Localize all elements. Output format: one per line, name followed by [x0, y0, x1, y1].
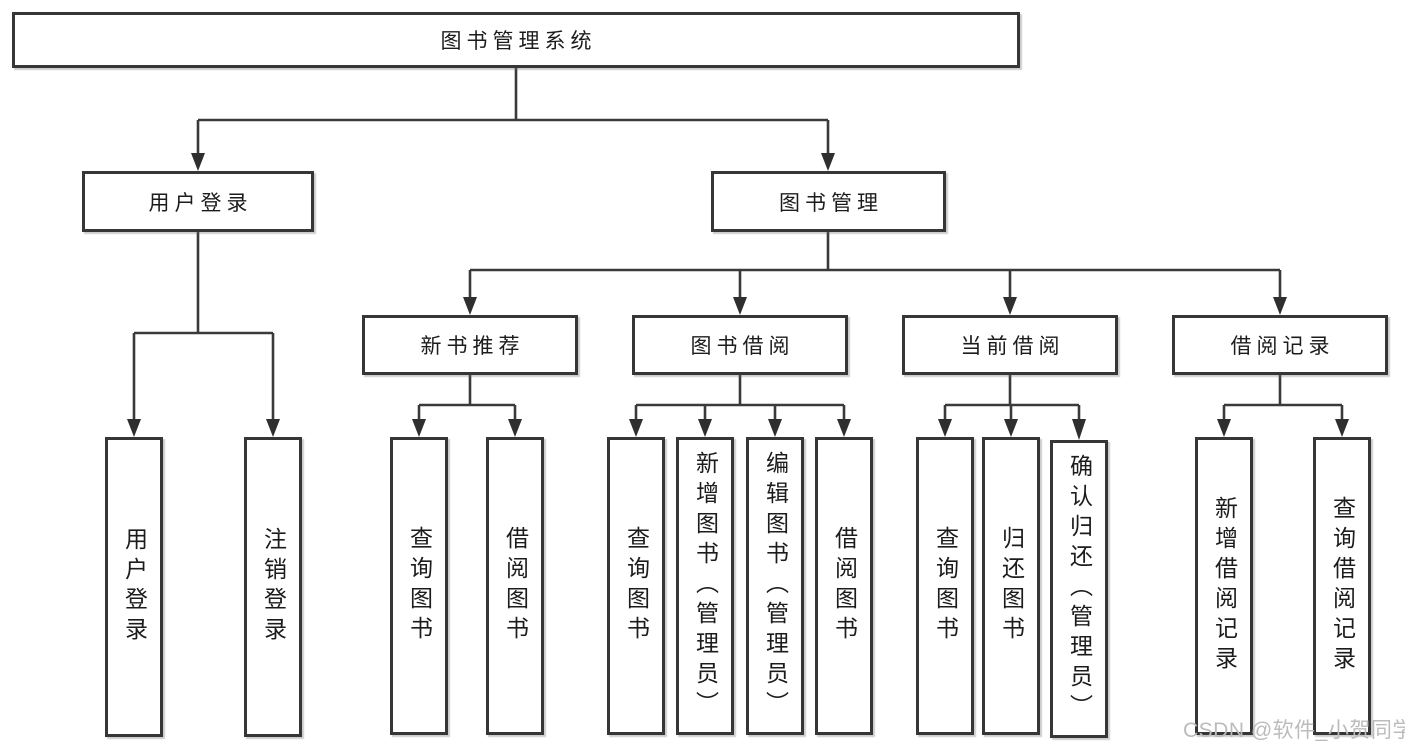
node-book-borrow: 图书借阅 [632, 315, 848, 375]
arrow-down-icon [938, 419, 952, 437]
node-borrow-books-recommend: 借阅图书 [486, 437, 544, 735]
connector-newbook-to-leaves [417, 375, 517, 420]
connector-records-to-leaves [1222, 375, 1344, 420]
arrow-down-icon [127, 419, 141, 437]
arrow-down-icon [733, 297, 747, 315]
arrow-down-icon [629, 419, 643, 437]
connector-current-to-leaves [943, 375, 1081, 420]
arrow-down-icon [1003, 297, 1017, 315]
node-query-books-recommend: 查询图书 [390, 437, 448, 735]
connector-bookmgmt-to-level3 [468, 232, 1282, 298]
connector-borrow-to-leaves [634, 375, 846, 420]
node-return-book: 归还图书 [982, 437, 1040, 735]
arrow-down-icon [463, 297, 477, 315]
node-book-management: 图书管理 [711, 171, 946, 232]
node-library-system: 图书管理系统 [12, 12, 1020, 68]
node-add-book-admin: 新增图书（管理员） [676, 437, 734, 735]
node-confirm-return-admin: 确认归还（管理员） [1050, 440, 1108, 738]
node-user-login-leaf: 用户登录 [105, 437, 163, 737]
arrow-down-icon [412, 419, 426, 437]
node-edit-book-admin: 编辑图书（管理员） [746, 437, 804, 735]
arrow-down-icon [1004, 419, 1018, 437]
node-current-borrow: 当前借阅 [902, 315, 1118, 375]
connector-userlogin-to-leaves [132, 232, 275, 420]
node-query-books-current: 查询图书 [916, 437, 974, 735]
arrow-down-icon [698, 419, 712, 437]
arrow-down-icon [821, 153, 835, 171]
node-borrow-book: 借阅图书 [815, 437, 873, 735]
arrow-down-icon [266, 419, 280, 437]
arrow-down-icon [1072, 419, 1086, 440]
node-borrow-records: 借阅记录 [1172, 315, 1388, 375]
arrow-down-icon [1273, 297, 1287, 315]
connector-root-to-level2 [196, 68, 830, 154]
arrow-down-icon [1217, 419, 1231, 437]
node-add-borrow-record: 新增借阅记录 [1195, 437, 1253, 735]
arrow-down-icon [1335, 419, 1349, 437]
arrow-down-icon [191, 153, 205, 171]
node-logout: 注销登录 [244, 437, 302, 737]
node-query-books-borrow: 查询图书 [607, 437, 665, 735]
arrow-down-icon [768, 419, 782, 437]
arrow-down-icon [508, 419, 522, 437]
arrow-down-icon [837, 419, 851, 437]
node-user-login: 用户登录 [82, 171, 314, 232]
node-new-book-recommend: 新书推荐 [362, 315, 578, 375]
watermark: CSDN @软件_小贺同学 [1183, 719, 1405, 742]
node-query-borrow-record: 查询借阅记录 [1313, 437, 1371, 735]
